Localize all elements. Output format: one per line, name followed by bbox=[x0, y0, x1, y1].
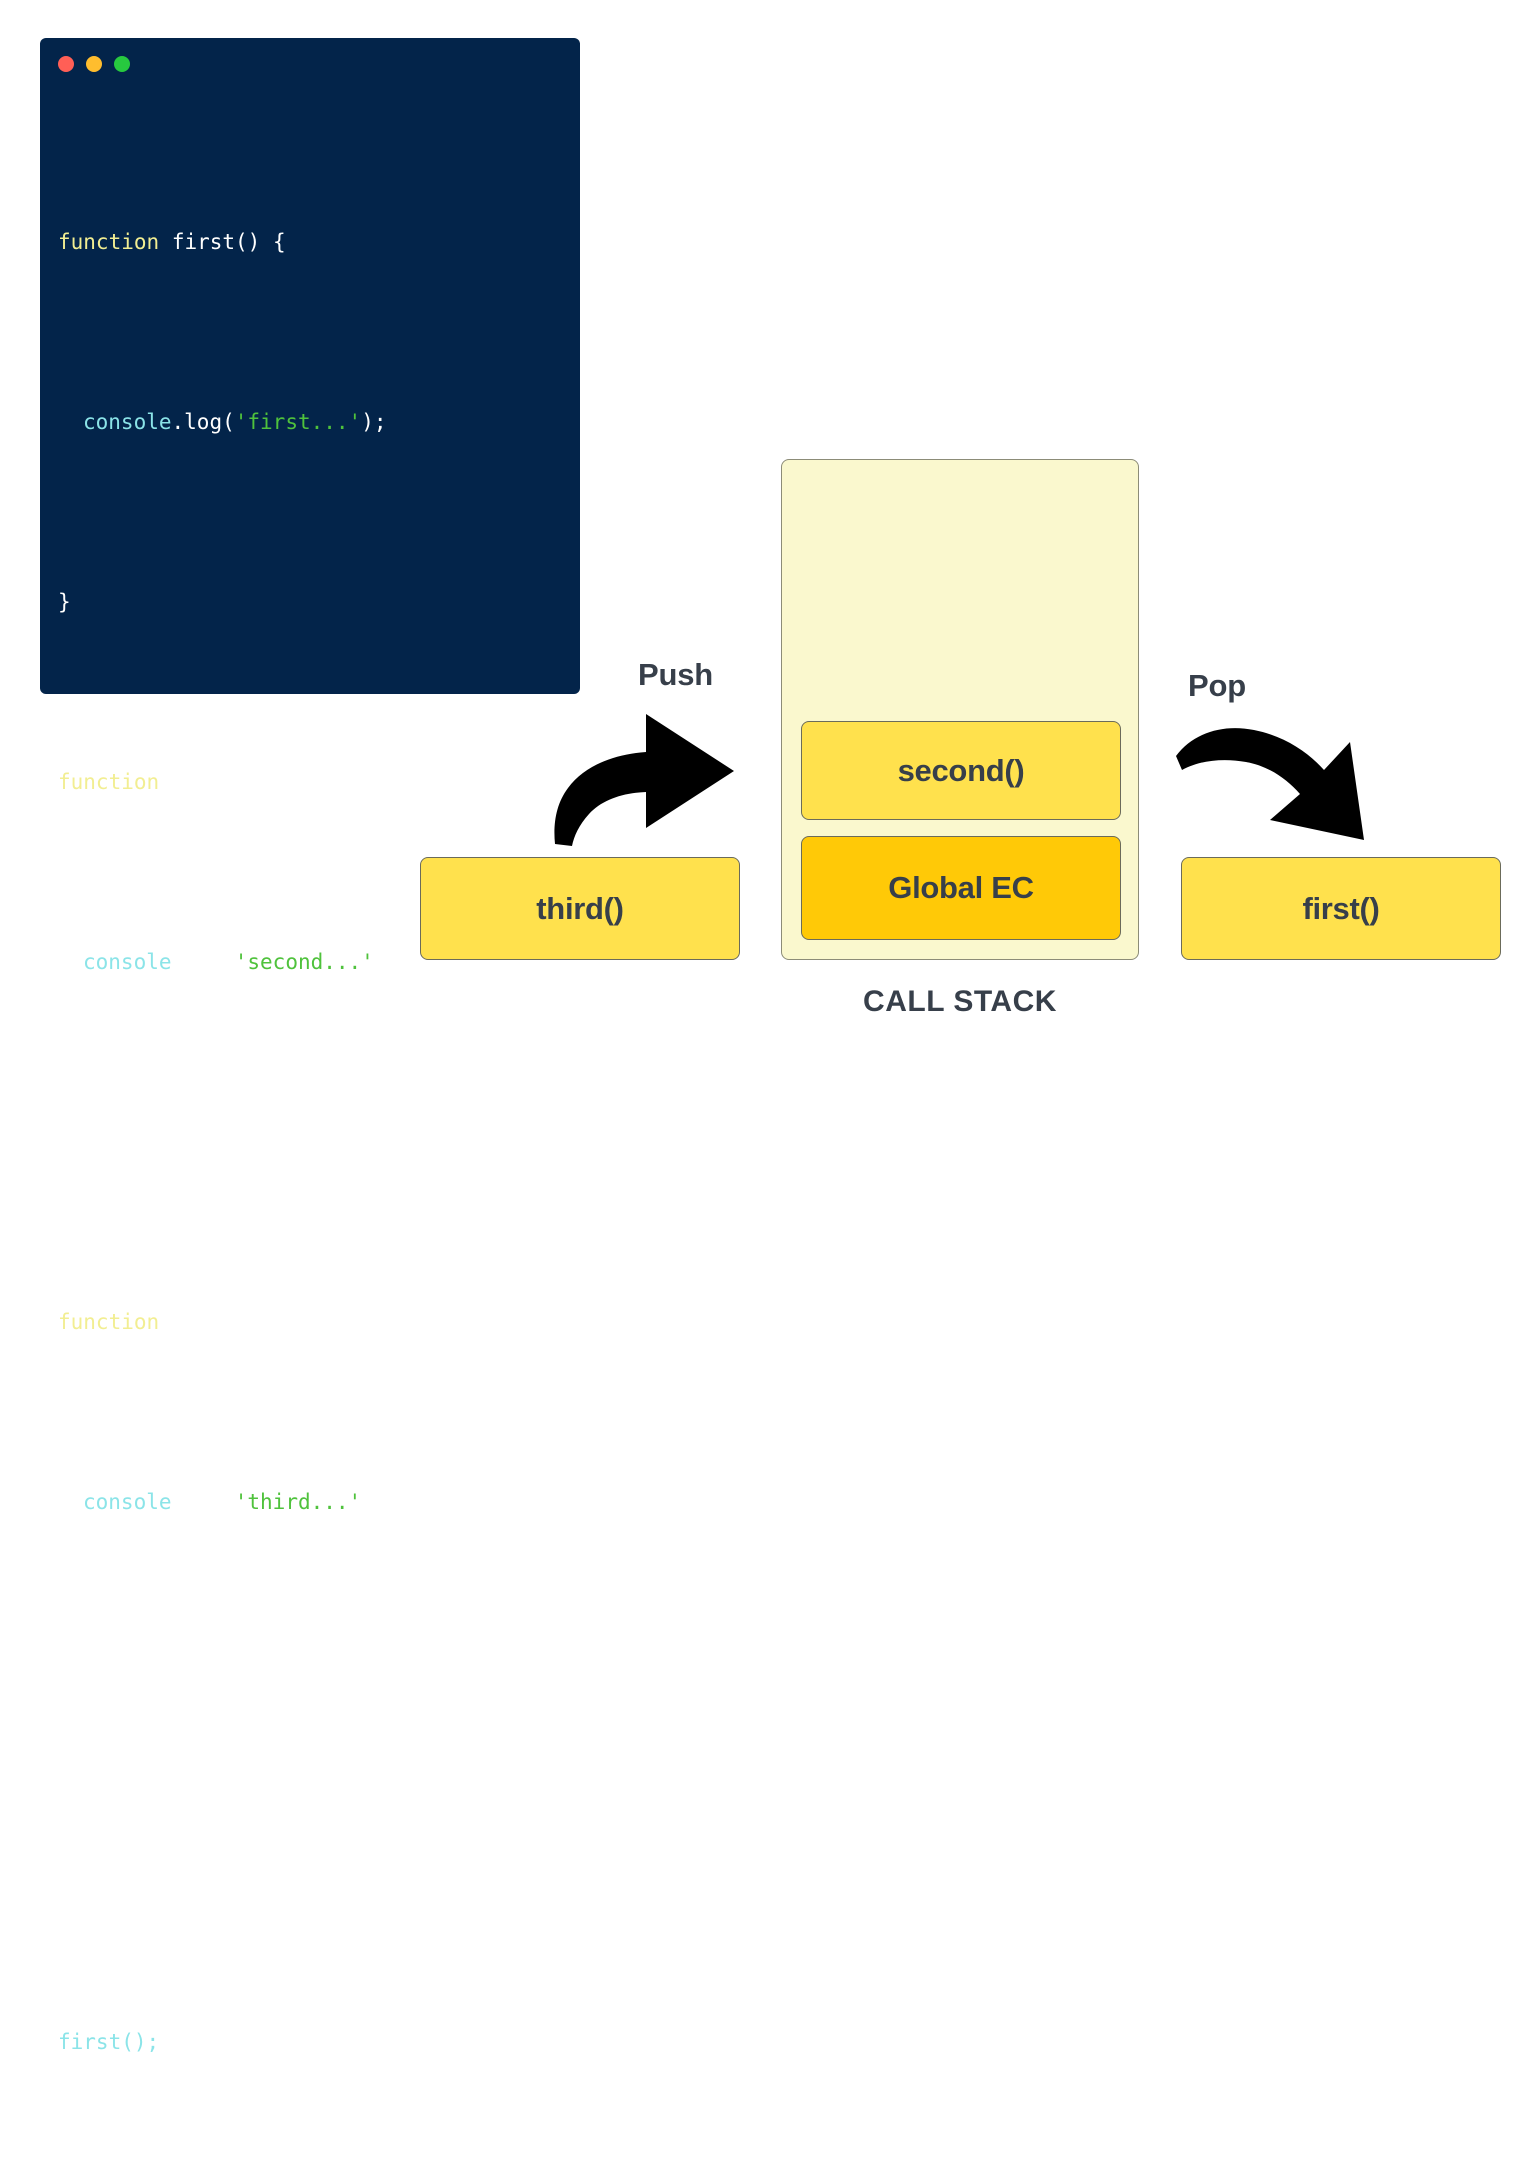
paren-close-token: ) bbox=[361, 410, 374, 434]
function-name-token: third bbox=[171, 1310, 236, 1334]
stack-frame-second[interactable]: second() bbox=[801, 721, 1121, 820]
code-line-10-blank bbox=[58, 1840, 570, 1885]
keyword-token: function bbox=[58, 230, 160, 254]
paren-close-token: ) bbox=[373, 950, 387, 974]
code-line-9: } bbox=[58, 1660, 570, 1705]
parens-token: () bbox=[235, 230, 261, 254]
code-line-8: console.log('third...') bbox=[58, 1480, 570, 1525]
maximize-dot-icon[interactable] bbox=[114, 56, 130, 72]
minimize-dot-icon[interactable] bbox=[86, 56, 102, 72]
string-token: 'first...' bbox=[234, 410, 362, 434]
function-name-token: second bbox=[171, 770, 248, 794]
pop-label: Pop bbox=[1188, 668, 1246, 703]
keyword-token: function bbox=[58, 770, 160, 794]
code-line-6: } bbox=[58, 1120, 570, 1165]
method-token: .log bbox=[171, 1490, 223, 1514]
pop-target-box-first[interactable]: first() bbox=[1181, 857, 1501, 960]
code-line-3: } bbox=[58, 580, 570, 625]
call-stack-container: second() Global EC bbox=[781, 459, 1139, 960]
code-editor-window: function first() { console.log('first...… bbox=[40, 38, 580, 2054]
object-token: console bbox=[83, 1490, 172, 1514]
window-titlebar bbox=[58, 56, 130, 72]
code-line-7: function third() { bbox=[58, 1300, 570, 1345]
paren-open-token: ( bbox=[222, 1490, 235, 1514]
code-line-5: console.log('second...') bbox=[58, 940, 570, 985]
push-source-box-third[interactable]: third() bbox=[420, 857, 740, 960]
code-block: function first() { console.log('first...… bbox=[58, 130, 570, 2160]
brace-close-token: } bbox=[58, 1670, 71, 1694]
parens-token: () bbox=[235, 1310, 261, 1334]
pop-arrow-icon bbox=[1176, 728, 1364, 840]
paren-open-token: ( bbox=[222, 410, 235, 434]
push-label: Push bbox=[638, 657, 713, 692]
code-line-11: first(); bbox=[58, 2020, 570, 2065]
object-token: console bbox=[83, 410, 172, 434]
string-token: 'second...' bbox=[234, 950, 374, 974]
stack-frame-global-ec[interactable]: Global EC bbox=[801, 836, 1121, 940]
close-dot-icon[interactable] bbox=[58, 56, 74, 72]
code-line-2: console.log('first...'); bbox=[58, 400, 570, 445]
function-name-token: first bbox=[171, 230, 236, 254]
method-token: .log bbox=[171, 950, 223, 974]
paren-open-token: ( bbox=[222, 950, 235, 974]
code-line-1: function first() { bbox=[58, 220, 570, 265]
semicolon-token: ; bbox=[373, 410, 387, 434]
code-line-4: function second() { bbox=[58, 760, 570, 805]
object-token: console bbox=[83, 950, 172, 974]
brace-close-token: } bbox=[58, 590, 71, 614]
call-stack-title: CALL STACK bbox=[863, 985, 1057, 1018]
brace-open-token: { bbox=[272, 1310, 286, 1334]
method-token: .log bbox=[171, 410, 223, 434]
parens-token: () bbox=[247, 770, 273, 794]
brace-close-token: } bbox=[58, 1130, 71, 1154]
push-arrow-icon bbox=[554, 714, 734, 846]
string-token: 'third...' bbox=[234, 1490, 362, 1514]
paren-close-token: ) bbox=[361, 1490, 374, 1514]
brace-open-token: { bbox=[285, 770, 299, 794]
brace-open-token: { bbox=[272, 230, 286, 254]
keyword-token: function bbox=[58, 1310, 160, 1334]
call-token: first(); bbox=[58, 2030, 160, 2054]
